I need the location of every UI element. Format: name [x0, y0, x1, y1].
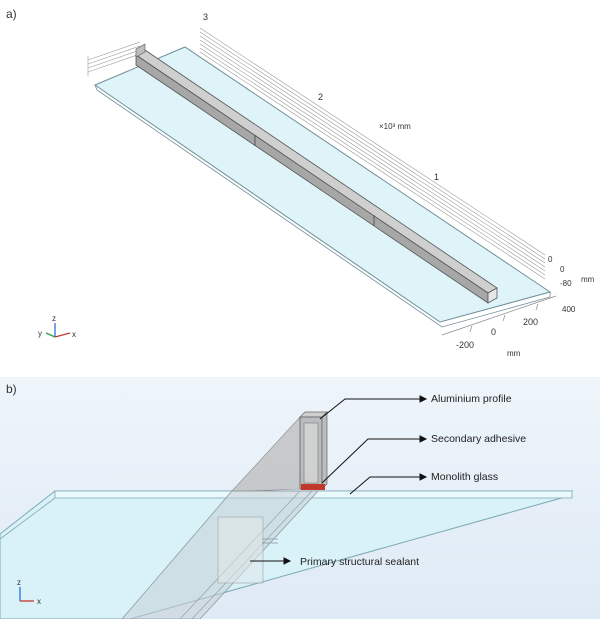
length-tick-1: 1 [434, 172, 439, 182]
depth-tick-400: 400 [562, 305, 576, 314]
height-tick-0: 0 [548, 255, 553, 264]
axis-unit-right: mm [581, 275, 595, 284]
triad-b-z: z [17, 578, 21, 587]
length-tick-3: 3 [203, 12, 208, 22]
axis-triad-a: z x y [38, 314, 76, 339]
callout-aluminium-profile: Aluminium profile [431, 393, 512, 405]
end-grid [87, 41, 141, 76]
axis-unit-bottom: mm [507, 349, 521, 358]
secondary-adhesive [301, 484, 325, 490]
width-tick-minus200: -200 [456, 340, 474, 350]
aluminium-profile [231, 411, 328, 492]
panel-a-drawing: a) 3 2 1 ×10³ mm 0 0 -80 mm 400 [6, 7, 595, 358]
glass-beam [121, 490, 319, 619]
triad-a-y: y [38, 329, 42, 338]
aluminium-beam [135, 43, 498, 304]
width-axis [441, 295, 557, 336]
callout-monolith-glass: Monolith glass [431, 471, 498, 483]
callout-primary-sealant: Primary structural sealant [300, 556, 419, 568]
triad-b-x: x [37, 597, 41, 606]
panel-b: b) Aluminium profile Secondary adhesiv [0, 377, 600, 619]
callout-arrows [250, 395, 428, 565]
length-unit: ×10³ mm [379, 122, 411, 131]
glass-plate-edge [94, 84, 551, 328]
axis-triad-b: z x [17, 578, 41, 606]
depth-tick-0: 0 [560, 265, 565, 274]
panel-b-drawing: b) Aluminium profile Secondary adhesiv [0, 377, 600, 619]
panel-a: a) 3 2 1 ×10³ mm 0 0 -80 mm 400 [6, 7, 595, 358]
width-tick-200: 200 [523, 317, 538, 327]
panel-b-label: b) [6, 382, 17, 396]
length-grid [199, 27, 546, 280]
triad-a-x: x [72, 330, 76, 339]
depth-tick-minus80: -80 [560, 279, 572, 288]
triad-a-z: z [52, 314, 56, 323]
length-tick-2: 2 [318, 92, 323, 102]
width-tick-0: 0 [491, 327, 496, 337]
panel-a-label: a) [6, 7, 17, 21]
callout-secondary-adhesive: Secondary adhesive [431, 433, 526, 445]
